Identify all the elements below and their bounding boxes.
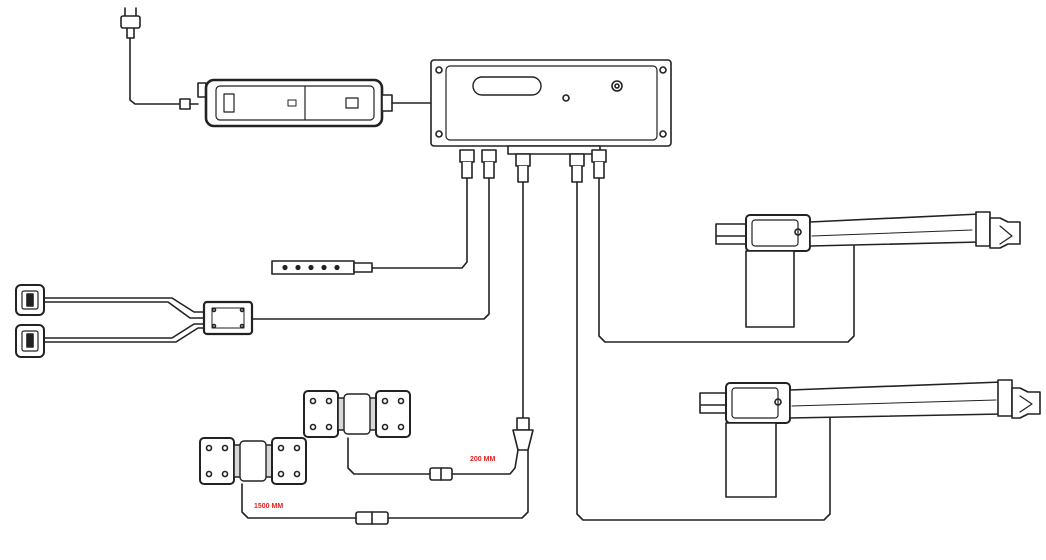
cable-junction: [249, 177, 490, 320]
linear-actuator-icon: [715, 211, 1021, 328]
cable-switch-bottom: [43, 323, 205, 339]
power-plug-icon: [120, 7, 141, 39]
hand-control-icon: [199, 437, 307, 485]
y-splitter-icon: [512, 417, 534, 451]
cable-switch-top-2: [43, 301, 205, 319]
junction-box-icon: [202, 300, 254, 336]
cable-switch-bottom-2: [43, 327, 205, 343]
inline-connector-icon: [355, 511, 389, 525]
switch-outlet-icon: [15, 284, 45, 316]
linear-actuator-icon: [699, 379, 1041, 498]
cable-switch-top: [43, 297, 205, 313]
control-box-ports: [459, 149, 607, 183]
inline-connector-icon: [429, 467, 453, 481]
cable-splitter-short: [451, 449, 519, 475]
cable-length-label-short: 200 MM: [470, 456, 495, 463]
cable-actuator-upper: [598, 177, 855, 343]
power-supply-icon: [197, 78, 393, 128]
led-light-bar-icon: [271, 260, 373, 275]
cable-actuator-lower: [576, 181, 831, 521]
cable-length-label-long: 1500 MM: [254, 503, 283, 510]
cable-hand-control-top: [347, 437, 431, 475]
cable-led: [371, 177, 468, 269]
power-cord: [129, 37, 181, 105]
switch-outlet-icon: [15, 324, 45, 358]
cable-hand-control-bottom: [241, 483, 357, 519]
control-box-icon: [430, 59, 672, 155]
hand-control-icon: [303, 390, 411, 438]
power-cord-inline-plug: [179, 98, 191, 110]
cable-splitter-long: [387, 449, 529, 519]
